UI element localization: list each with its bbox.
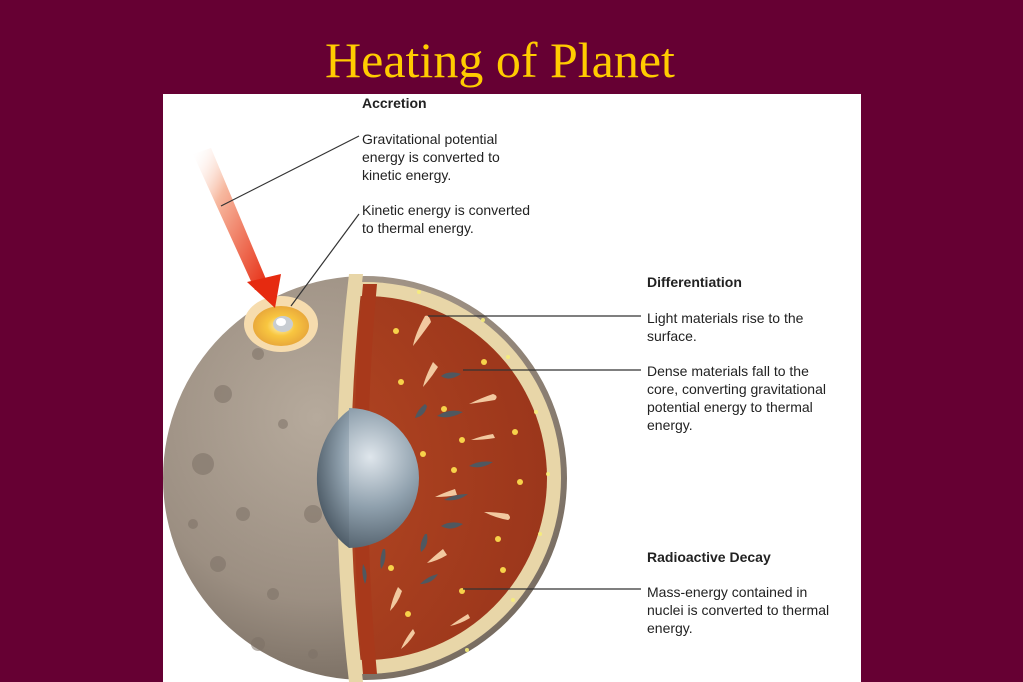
light-droplets xyxy=(390,315,510,649)
accretion-note-1-line-1: Gravitational potential xyxy=(362,131,498,147)
radioactive-heading: Radioactive Decay xyxy=(647,549,771,565)
differentiation-note-2-line-4: energy. xyxy=(647,417,693,433)
accretion-note-2-line-1: Kinetic energy is converted xyxy=(362,202,531,218)
differentiation-heading: Differentiation xyxy=(647,274,742,290)
radioactive-note-line-3: energy. xyxy=(647,620,693,636)
impact-crater xyxy=(244,296,318,352)
accretion-note-2-line-2: to thermal energy. xyxy=(362,220,474,236)
accretion-note-1-line-3: kinetic energy. xyxy=(362,167,452,183)
leader-lines xyxy=(220,135,641,590)
differentiation-note-2-line-1: Dense materials fall to the xyxy=(647,363,809,379)
mantle-layer xyxy=(349,296,547,660)
accretion-note-1-line-2: energy is converted to xyxy=(362,149,500,165)
radioactive-note-line-2: nuclei is converted to thermal xyxy=(647,602,830,618)
differentiation-note-1-line-2: surface. xyxy=(647,328,697,344)
planet-heating-diagram xyxy=(163,135,641,682)
dense-droplets xyxy=(362,372,493,584)
differentiation-note-2-line-3: potential energy to thermal xyxy=(647,399,813,415)
differentiation-note-2-line-2: core, converting gravitational xyxy=(647,381,826,397)
radioactive-note-line-1: Mass-energy contained in xyxy=(647,584,808,600)
diagram-panel: Accretion Gravitational potential energy… xyxy=(163,94,861,682)
radioactive-sparks xyxy=(388,328,523,617)
differentiation-note-1-line-1: Light materials rise to the xyxy=(647,310,804,326)
slide-title: Heating of Planet xyxy=(325,32,675,88)
accretion-heading: Accretion xyxy=(362,95,427,111)
impactor-arrow xyxy=(193,148,281,308)
